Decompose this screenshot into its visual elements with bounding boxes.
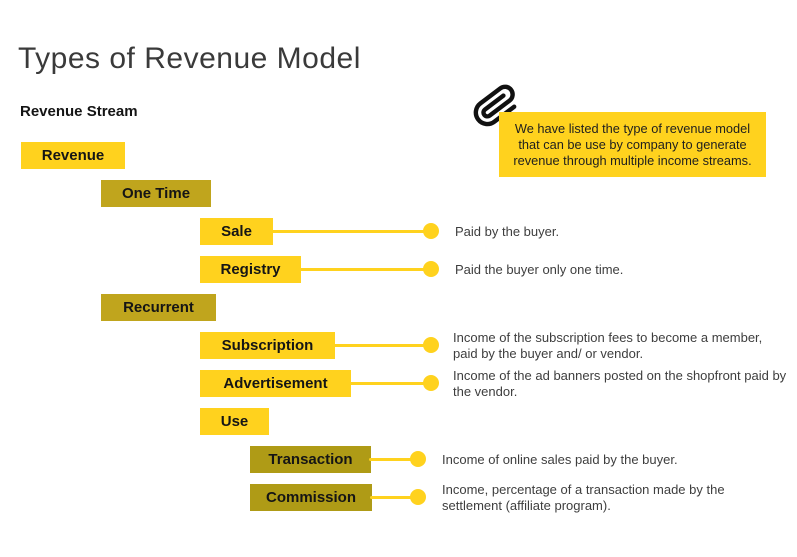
node-label: Sale xyxy=(221,223,252,240)
note-text: We have listed the type of revenue model… xyxy=(513,120,752,168)
connector-dot xyxy=(410,489,426,505)
connector-line xyxy=(349,382,431,385)
node-recurrent: Recurrent xyxy=(101,294,216,321)
node-label: Advertisement xyxy=(223,375,328,392)
node-label: Subscription xyxy=(221,337,314,354)
node-description: Paid the buyer only one time. xyxy=(455,262,624,277)
node-subscription: Subscription xyxy=(200,332,335,359)
node-one-time: One Time xyxy=(101,180,211,207)
node-description: Income of the ad banners posted on the s… xyxy=(453,368,787,399)
paperclip-icon xyxy=(473,84,517,127)
node-registry: Registry xyxy=(200,256,301,283)
node-label: Recurrent xyxy=(123,299,194,316)
connector-line xyxy=(271,230,431,233)
node-label: Transaction xyxy=(268,451,353,468)
node-description: Income of online sales paid by the buyer… xyxy=(442,452,678,467)
connector-dot xyxy=(423,337,439,353)
node-sale: Sale xyxy=(200,218,273,245)
node-label: Commission xyxy=(265,489,356,506)
connector-line xyxy=(370,496,418,499)
node-label: One Time xyxy=(121,185,191,202)
connector-line xyxy=(369,458,418,461)
connector-dot xyxy=(423,223,439,239)
node-use: Use xyxy=(200,408,269,435)
connector-line xyxy=(333,344,431,347)
node-description: Paid by the buyer. xyxy=(455,224,560,239)
connector-dot xyxy=(423,261,439,277)
node-revenue: Revenue xyxy=(21,142,125,169)
node-label: Revenue xyxy=(41,147,105,164)
node-description: Income of the subscription fees to becom… xyxy=(453,330,763,361)
node-label: Registry xyxy=(220,261,281,278)
node-commission: Commission xyxy=(250,484,372,511)
page-title: Types of Revenue Model xyxy=(18,42,361,76)
connector-line xyxy=(299,268,431,271)
note-box: We have listed the type of revenue model… xyxy=(499,112,766,177)
node-transaction: Transaction xyxy=(250,446,371,473)
section-label: Revenue Stream xyxy=(20,103,138,120)
node-advertisement: Advertisement xyxy=(200,370,351,397)
node-label: Use xyxy=(220,413,249,430)
connector-dot xyxy=(423,375,439,391)
node-description: Income, percentage of a transaction made… xyxy=(442,482,725,513)
connector-dot xyxy=(410,451,426,467)
